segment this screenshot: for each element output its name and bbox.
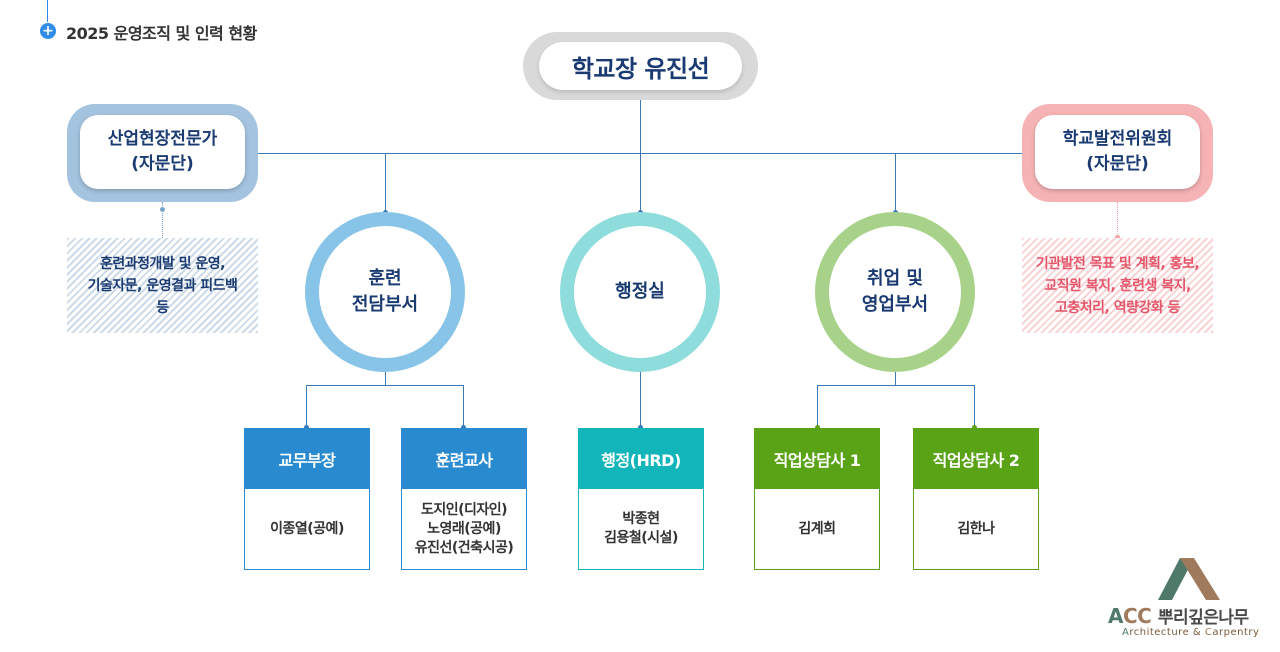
staff-name: 유진선(건축시공) [414, 539, 514, 556]
staff-name: 박종현 [622, 511, 660, 527]
staff-names: 도지인(디자인) 노영래(공예) 유진선(건축시공) [402, 489, 526, 569]
connector-principal-trunk [640, 100, 641, 213]
advisory-right-box: 학교발전위원회 (자문단) [1035, 115, 1200, 189]
staff-name: 김용철(시설) [604, 530, 678, 546]
company-logo-icon [1158, 558, 1220, 600]
advisory-left-desc-line: 훈련과정개발 및 운영, [100, 255, 226, 272]
department-employment-line: 영업부서 [861, 294, 929, 315]
staff-card-counselor-1: 직업상담사 1 김계희 [754, 428, 880, 570]
department-training-line: 훈련 [368, 268, 402, 289]
connector-dot [815, 425, 820, 430]
staff-names: 김한나 [914, 489, 1038, 569]
page-title: 2025 운영조직 및 인력 현황 [66, 24, 257, 43]
department-admin-label: 행정실 [615, 281, 665, 302]
logo-sub-text: arpentry [1212, 627, 1260, 638]
advisory-left-desc-line: 기술자문, 운영결과 피드백 [87, 277, 238, 294]
connector-to-staff [974, 385, 975, 428]
connector-to-staff [306, 385, 307, 428]
principal-box: 학교장 유진선 [539, 42, 742, 90]
connector-dot [160, 207, 165, 212]
logo-korean-name: 뿌리깊은나무 [1157, 608, 1249, 628]
connector-dot [1115, 235, 1120, 240]
staff-names: 이종열(공예) [245, 489, 369, 569]
connector-training-split [306, 385, 464, 386]
connector-advisory-left [162, 202, 163, 238]
connector-dot [304, 425, 309, 430]
header-accent-line [47, 0, 48, 22]
advisory-right-subtitle: (자문단) [1086, 154, 1149, 174]
staff-card-training-teacher: 훈련교사 도지인(디자인) 노영래(공예) 유진선(건축시공) [401, 428, 527, 570]
connector-employment-split [817, 385, 975, 386]
connector-dot [972, 425, 977, 430]
logo-sub-text: rchitecture & [1129, 627, 1205, 638]
connector-to-staff [463, 385, 464, 428]
department-employment: 취업 및 영업부서 [815, 212, 975, 372]
staff-name: 도지인(디자인) [420, 501, 508, 518]
connector-training-down [385, 372, 386, 385]
advisory-right-desc-line: 교직원 복지, 훈련생 복지, [1044, 277, 1191, 294]
department-admin: 행정실 [560, 212, 720, 372]
staff-names: 박종현 김용철(시설) [579, 489, 703, 569]
connector-horizontal-main [258, 153, 1022, 154]
staff-title: 훈련교사 [402, 429, 526, 489]
connector-dot [461, 425, 466, 430]
advisory-left-desc-line: 등 [156, 299, 169, 316]
department-training: 훈련 전담부서 [305, 212, 465, 372]
logo-sub-a: A [1122, 627, 1130, 638]
logo-letters-cc: CC [1122, 604, 1152, 628]
staff-name: 김계희 [798, 520, 836, 537]
staff-title: 직업상담사 1 [755, 429, 879, 489]
company-logo-subtitle: Architecture & Carpentry [1122, 627, 1259, 638]
staff-name: 김한나 [957, 520, 995, 537]
connector-employment-down [895, 372, 896, 385]
connector-dot [638, 425, 643, 430]
advisory-right-desc-line: 고충처리, 역량강화 등 [1055, 299, 1181, 316]
staff-card-admin-hrd: 행정(HRD) 박종현 김용철(시설) [578, 428, 704, 570]
advisory-right-desc-line: 기관발전 목표 및 계획, 홍보, [1035, 255, 1200, 272]
connector-to-training [385, 153, 386, 213]
advisory-left-description: 훈련과정개발 및 운영, 기술자문, 운영결과 피드백 등 [67, 238, 258, 333]
staff-card-academic-head: 교무부장 이종열(공예) [244, 428, 370, 570]
department-training-line: 전담부서 [351, 294, 419, 315]
advisory-right-description: 기관발전 목표 및 계획, 홍보, 교직원 복지, 훈련생 복지, 고충처리, … [1022, 238, 1213, 333]
connector-admin-down [640, 372, 641, 428]
connector-to-employment [895, 153, 896, 213]
staff-names: 김계희 [755, 489, 879, 569]
advisory-left-title: 산업현장전문가 [107, 129, 218, 149]
staff-name: 이종열(공예) [270, 520, 344, 537]
department-employment-line: 취업 및 [867, 268, 923, 289]
connector-advisory-right [1117, 202, 1118, 238]
staff-title: 행정(HRD) [579, 429, 703, 489]
logo-sub-c: C [1204, 627, 1213, 638]
plus-circle-icon: + [40, 23, 56, 39]
advisory-left-subtitle: (자문단) [131, 154, 194, 174]
staff-name: 노영래(공예) [427, 520, 501, 537]
staff-title: 교무부장 [245, 429, 369, 489]
company-logo-text: ACC 뿌리깊은나무 [1108, 603, 1249, 628]
advisory-right-title: 학교발전위원회 [1062, 129, 1173, 149]
logo-letter-a: A [1108, 604, 1123, 628]
connector-to-staff [817, 385, 818, 428]
staff-title: 직업상담사 2 [914, 429, 1038, 489]
staff-card-counselor-2: 직업상담사 2 김한나 [913, 428, 1039, 570]
advisory-left-box: 산업현장전문가 (자문단) [80, 115, 245, 189]
